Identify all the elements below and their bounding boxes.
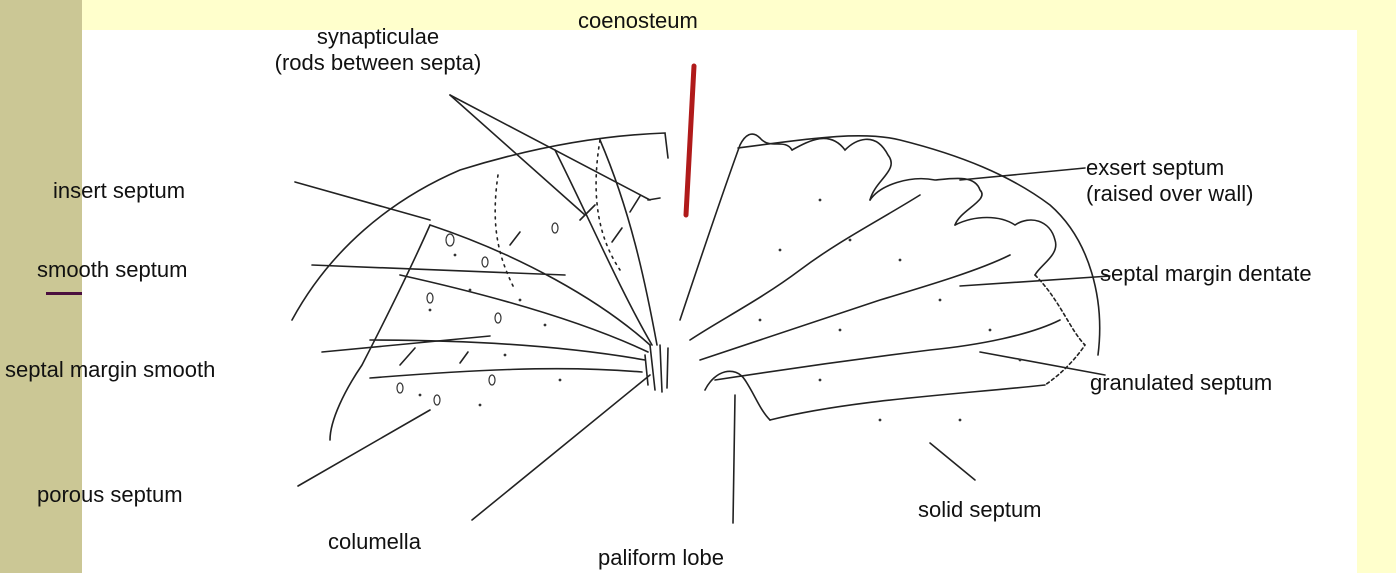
right-septum-lobe — [870, 178, 982, 225]
right-septum-lobe — [955, 218, 1056, 276]
synapticula-rod — [510, 232, 520, 245]
leader-line-columella — [472, 375, 650, 520]
paliform-lobe-shape — [705, 371, 770, 420]
leader-line-smooth-septum — [312, 265, 565, 275]
synapticula-rod — [630, 196, 640, 212]
septum-line — [600, 140, 657, 345]
label-exsert-septum-note: (raised over wall) — [1086, 181, 1254, 207]
label-synapticulae-note: (rods between septa) — [228, 50, 528, 76]
label-solid-septum: solid septum — [918, 497, 1042, 523]
right-septum-lobe — [680, 134, 792, 320]
right-margin-dentate — [1035, 275, 1085, 385]
label-paliform-lobe: paliform lobe — [598, 545, 724, 571]
label-columella: columella — [328, 529, 421, 555]
synapticula-rod — [400, 348, 415, 365]
right-outer-wall — [738, 136, 1100, 355]
septum-line — [430, 225, 650, 345]
right-inner-lobe — [700, 255, 1010, 360]
right-lower-wall — [770, 385, 1045, 420]
label-granulated-septum: granulated septum — [1090, 370, 1272, 396]
synapticula-rod — [612, 228, 622, 242]
label-exsert-septum-title: exsert septum — [1086, 155, 1254, 181]
stipple-texture — [419, 199, 1022, 422]
label-synapticulae-title: synapticulae — [228, 24, 528, 50]
leader-line-insert-septum — [295, 182, 430, 220]
label-synapticulae: synapticulae (rods between septa) — [228, 24, 528, 76]
leader-line-septal-margin-dentate — [960, 276, 1110, 286]
leader-line-solid-septum — [930, 443, 975, 480]
right-inner-lobe — [690, 195, 920, 340]
left-wall-inner — [330, 225, 430, 440]
label-smooth-septum: smooth septum — [37, 257, 187, 283]
leader-line-granulated-septum — [980, 352, 1105, 375]
septum-line — [370, 369, 642, 378]
label-insert-septum: insert septum — [53, 178, 185, 204]
synapticula-rod — [460, 352, 468, 363]
pore-marks — [397, 223, 558, 405]
label-porous-septum: porous septum — [37, 482, 183, 508]
left-outer-wall — [292, 133, 668, 320]
label-septal-margin-dentate: septal margin dentate — [1100, 261, 1312, 287]
right-inner-lobe — [715, 320, 1060, 380]
coenosteum-marker — [686, 66, 694, 215]
septum-line — [555, 150, 652, 345]
leader-line-paliform-lobe — [733, 395, 735, 523]
leader-line-porous-septum — [298, 410, 430, 486]
label-coenosteum: coenosteum — [578, 8, 698, 34]
leader-line-exsert-septum — [960, 168, 1085, 180]
leader-line-septal-margin-smooth — [322, 336, 490, 352]
label-septal-margin-smooth: septal margin smooth — [5, 357, 215, 383]
label-exsert-septum: exsert septum (raised over wall) — [1086, 155, 1254, 207]
right-septum-lobe — [792, 138, 891, 200]
